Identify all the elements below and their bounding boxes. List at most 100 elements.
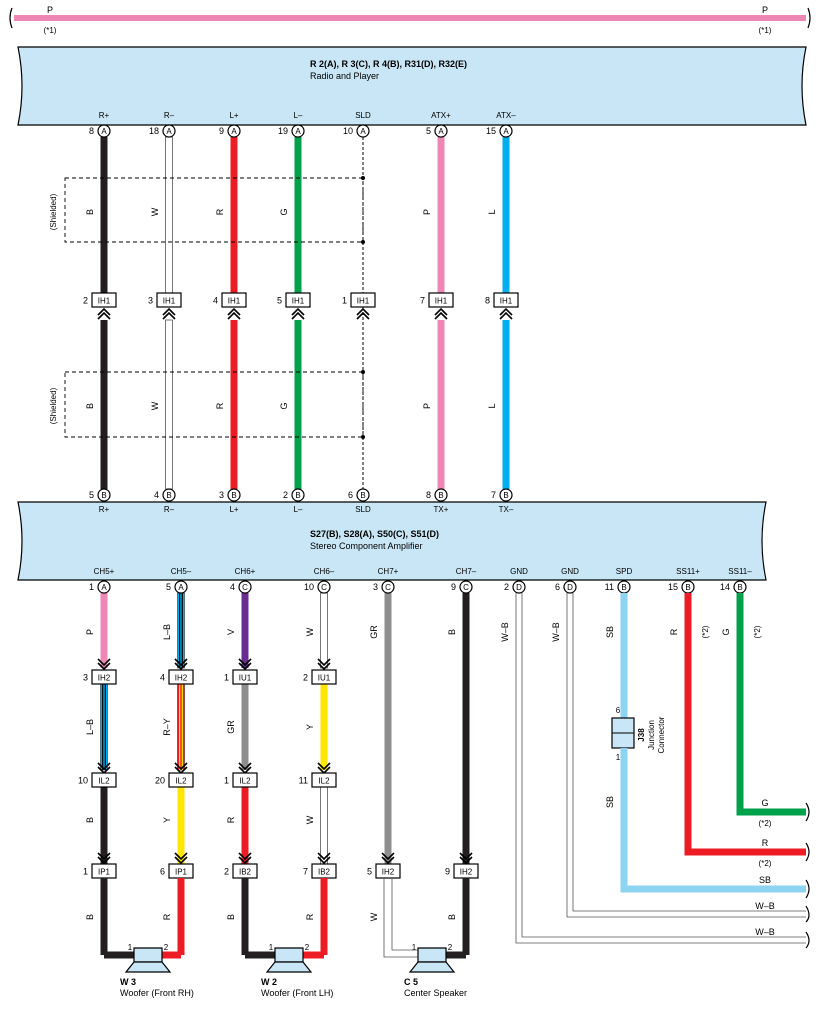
connector-a-id: IH2 xyxy=(175,674,188,683)
radio-pin-label: R– xyxy=(164,111,175,120)
junction-name: Junction xyxy=(647,720,656,750)
amp-pin-number: 2 xyxy=(283,490,288,500)
wire-color-code: L xyxy=(487,403,497,408)
amp-subtitle: Stereo Component Amplifier xyxy=(310,541,423,551)
connector-chevron xyxy=(238,852,252,861)
radio-pin-letter: A xyxy=(101,127,107,136)
connector-chevron xyxy=(317,762,331,771)
wire-color-code: P xyxy=(422,403,432,409)
wire-color-code: R xyxy=(669,628,679,635)
wire-color-code: L–B xyxy=(162,624,172,640)
connector-chevron xyxy=(317,662,331,671)
shield-dot xyxy=(361,435,365,439)
amp-bottom-pin-label: CH5+ xyxy=(94,567,115,576)
radio-pin-circle xyxy=(162,124,176,138)
ih1-connector-id: IH1 xyxy=(292,297,305,306)
amp-pin-number: 8 xyxy=(426,490,431,500)
radio-pin-circle xyxy=(97,124,111,138)
amp-pin-number: 5 xyxy=(89,490,94,500)
speaker-cone-icon xyxy=(265,961,313,973)
amp-pin-circle xyxy=(356,488,370,502)
ch6m-seg3 xyxy=(320,785,328,866)
connector-c-id: IP1 xyxy=(175,868,188,877)
connector-chevron xyxy=(317,852,331,861)
connector-b-id: IL2 xyxy=(98,777,110,786)
top-wire-note-right: (*1) xyxy=(759,26,772,35)
amp-bottom-pin-label: SPD xyxy=(616,567,633,576)
wire-color-code: W xyxy=(150,401,160,410)
wire-color-code: W xyxy=(369,912,379,921)
ih1-connector-box xyxy=(493,292,519,308)
connector-chevron xyxy=(97,311,111,320)
connector-chevron xyxy=(162,307,176,316)
amp-bottom-pin-label: GND xyxy=(561,567,579,576)
speaker-name: Woofer (Front RH) xyxy=(120,988,194,998)
speaker-cone-icon xyxy=(408,961,456,973)
wire-color-code: R–Y xyxy=(162,718,172,736)
amp-bottom-pin-label: SS11+ xyxy=(676,567,700,576)
connector-chevron xyxy=(174,852,188,861)
gnd-wire-d6 xyxy=(572,593,806,912)
wire-color-code: B xyxy=(85,914,95,920)
radio-and-player-box xyxy=(17,46,807,126)
amp-top-pin-label: L+ xyxy=(229,505,238,514)
speaker-pin: 2 xyxy=(448,943,453,952)
connector-chevron xyxy=(434,307,448,316)
amp-pin-circle xyxy=(499,488,513,502)
amp-top-pin-label: SLD xyxy=(355,505,371,514)
connector-chevron xyxy=(97,762,111,771)
connector-chevron xyxy=(97,658,111,667)
amp-bottom-pin-number: 3 xyxy=(373,582,378,592)
connector-chevron xyxy=(317,658,331,667)
connector-chevron xyxy=(381,856,395,865)
wire-color-code: G xyxy=(279,402,289,409)
amp-bottom-pin-number: 4 xyxy=(230,582,235,592)
connector-b-id: IL2 xyxy=(239,777,251,786)
amp-top-pin-label: R+ xyxy=(99,505,110,514)
connector-chevron xyxy=(238,662,252,671)
shield-dot xyxy=(361,240,365,244)
connector-chevron xyxy=(97,662,111,671)
amp-bottom-pin-circle xyxy=(512,580,526,594)
connector-chevron xyxy=(227,311,241,320)
amp-bottom-pin-number: 9 xyxy=(451,582,456,592)
connector-c-id: IB2 xyxy=(239,868,252,877)
speaker-id: W 3 xyxy=(120,977,136,987)
speaker-icon xyxy=(417,947,447,963)
wire-color-code: GR xyxy=(226,720,236,734)
connector-chevron xyxy=(238,856,252,865)
wire-break xyxy=(805,802,810,822)
ih1-connector-id: IH1 xyxy=(228,297,241,306)
connector-a-box xyxy=(311,669,337,685)
wire-color-code: Y xyxy=(305,724,315,730)
connector-b-number: 20 xyxy=(155,776,165,786)
wire-color-code: SB xyxy=(605,796,615,808)
amp-pin-circle xyxy=(291,488,305,502)
spd-wire-bottom xyxy=(620,748,806,893)
ih1-connector-id: IH1 xyxy=(435,297,448,306)
connector-chevron xyxy=(174,658,188,667)
amp-bottom-pin-letter: B xyxy=(685,583,690,592)
amp-pin-circle xyxy=(227,488,241,502)
radio-pin-number: 5 xyxy=(426,126,431,136)
ih1-connector-box xyxy=(350,292,376,308)
wire-color-code: B xyxy=(447,914,457,920)
wire-color-code: L–B xyxy=(85,719,95,735)
connector-chevron xyxy=(434,311,448,320)
shielded-label: (Shielded) xyxy=(49,193,58,230)
gnd-wire-d6 xyxy=(566,593,806,918)
wire-color-code: B xyxy=(226,914,236,920)
junction-id: J38 xyxy=(637,728,646,742)
connector-b-id: IL2 xyxy=(318,777,330,786)
c5-wire-w xyxy=(383,878,419,958)
radio-pin-letter: A xyxy=(438,127,444,136)
ih1-connector-box xyxy=(428,292,454,308)
ch6m-seg1 xyxy=(320,592,328,669)
connector-chevron xyxy=(238,762,252,771)
amp-bottom-pin-number: 5 xyxy=(166,582,171,592)
amp-bottom-pin-label: CH7– xyxy=(456,567,477,576)
amp-pin-letter: B xyxy=(101,491,106,500)
amp-pin-letter: B xyxy=(295,491,300,500)
wire-color-code: W–B xyxy=(551,622,561,642)
amp-pin-number: 6 xyxy=(348,490,353,500)
